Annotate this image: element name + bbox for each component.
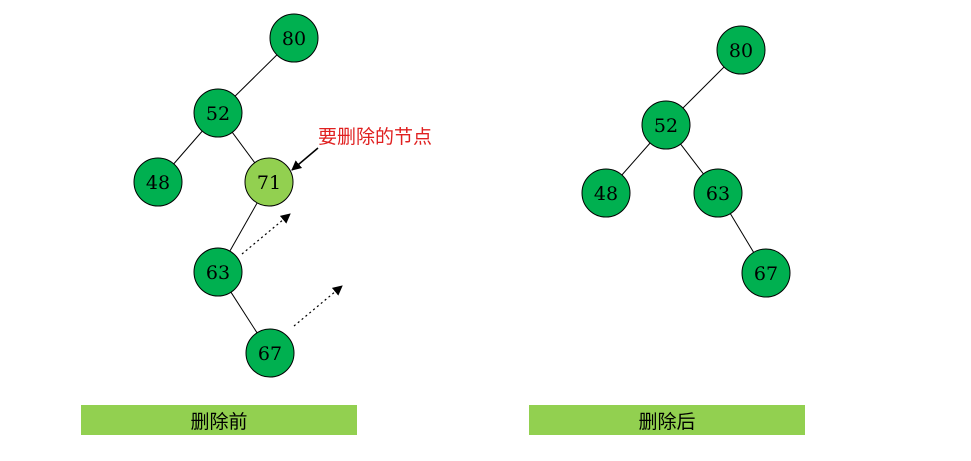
before-node-48: 48 bbox=[133, 157, 183, 207]
before-node-63: 63 bbox=[193, 247, 243, 297]
after-edge-52-63 bbox=[680, 143, 704, 175]
after-edge-52-48 bbox=[621, 142, 651, 176]
arrows-layer bbox=[241, 147, 343, 327]
after-node-48: 48 bbox=[581, 168, 631, 218]
after-node-63: 63 bbox=[693, 168, 743, 218]
before-edge-52-48 bbox=[173, 130, 203, 165]
before-node-52: 52 bbox=[193, 88, 243, 138]
nodes-layer: 80 52 48 71 63 67 80 52 48 63 67 bbox=[133, 13, 791, 378]
caption-after: 删除后 bbox=[529, 405, 805, 435]
move-up-arrow-67 bbox=[293, 285, 343, 327]
before-edge-71-63 bbox=[229, 202, 258, 252]
before-node-label-52: 52 bbox=[206, 103, 230, 125]
before-node-label-71: 71 bbox=[257, 172, 281, 194]
before-edge-80-52 bbox=[234, 54, 278, 97]
before-node-label-48: 48 bbox=[146, 172, 170, 194]
before-node-circle-80 bbox=[269, 13, 319, 63]
after-node-label-52: 52 bbox=[654, 115, 678, 137]
caption-before: 删除前 bbox=[81, 405, 357, 435]
before-node-label-67: 67 bbox=[258, 343, 282, 365]
after-node-circle-52 bbox=[641, 100, 691, 150]
after-edge-80-52 bbox=[682, 66, 725, 109]
after-node-label-48: 48 bbox=[594, 183, 618, 205]
after-node-circle-80 bbox=[716, 25, 766, 75]
before-node-67: 67 bbox=[245, 328, 295, 378]
before-node-label-63: 63 bbox=[206, 262, 230, 284]
before-node-circle-48 bbox=[133, 157, 183, 207]
annotation-arrow bbox=[291, 147, 319, 171]
after-node-52: 52 bbox=[641, 100, 691, 150]
after-node-80: 80 bbox=[716, 25, 766, 75]
before-node-80: 80 bbox=[269, 13, 319, 63]
before-node-circle-71 bbox=[244, 157, 294, 207]
delete-node-annotation: 要删除的节点 bbox=[318, 126, 433, 148]
move-up-arrow-63 bbox=[241, 213, 291, 255]
before-node-circle-63 bbox=[193, 247, 243, 297]
after-node-label-67: 67 bbox=[754, 263, 778, 285]
before-edge-63-67 bbox=[230, 291, 258, 334]
before-node-circle-67 bbox=[245, 328, 295, 378]
before-node-71: 71 bbox=[244, 157, 294, 207]
after-node-circle-67 bbox=[741, 248, 791, 298]
before-node-circle-52 bbox=[193, 88, 243, 138]
before-node-label-80: 80 bbox=[282, 28, 306, 50]
before-edge-52-71 bbox=[231, 132, 256, 163]
after-node-circle-63 bbox=[693, 168, 743, 218]
edges-layer bbox=[173, 54, 755, 334]
after-node-label-80: 80 bbox=[729, 40, 753, 62]
after-node-label-63: 63 bbox=[706, 183, 730, 205]
after-edge-63-67 bbox=[729, 213, 755, 253]
after-node-67: 67 bbox=[741, 248, 791, 298]
after-node-circle-48 bbox=[581, 168, 631, 218]
